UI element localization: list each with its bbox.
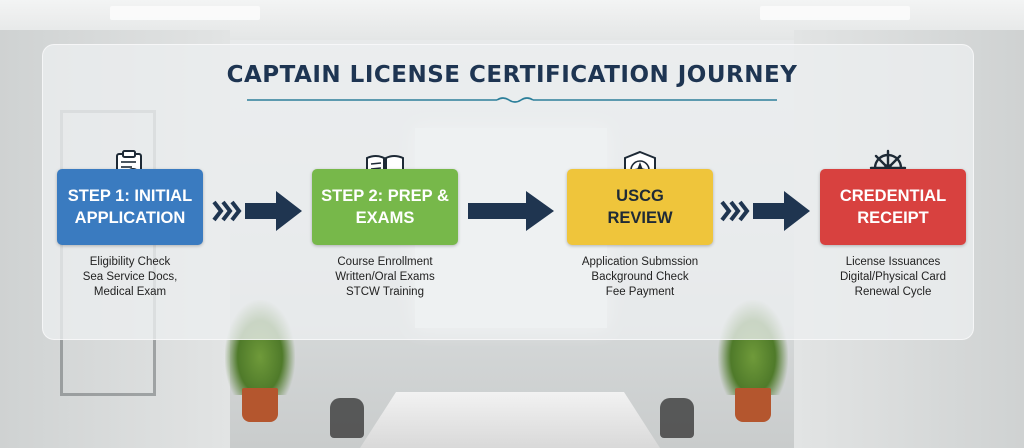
step-4-label-line2: RECEIPT bbox=[857, 209, 929, 227]
step-1-details: Eligibility Check Sea Service Docs, Medi… bbox=[35, 255, 225, 300]
ceiling-light bbox=[760, 6, 910, 20]
step-2-label-line1: STEP 2: PREP & bbox=[321, 187, 449, 205]
step-1-label-line2: APPLICATION bbox=[74, 209, 186, 227]
step-4-detail: Digital/Physical Card bbox=[839, 271, 947, 283]
step-1-detail: Eligibility Check bbox=[89, 256, 171, 268]
step-3-detail: Background Check bbox=[591, 271, 689, 283]
step-2-detail: Course Enrollment bbox=[337, 256, 433, 268]
title-underline-wave bbox=[247, 97, 777, 103]
ceiling-light bbox=[110, 6, 260, 20]
step-1-box: STEP 1: INITIAL APPLICATION bbox=[57, 169, 203, 245]
step-2-details: Course Enrollment Written/Oral Exams STC… bbox=[290, 255, 480, 300]
step-1-detail: Medical Exam bbox=[93, 286, 167, 298]
chevron-arrow-2 bbox=[468, 191, 554, 231]
step-3-details: Application Submssion Background Check F… bbox=[545, 255, 735, 300]
step-1-detail: Sea Service Docs, bbox=[82, 271, 178, 283]
step-4-box: CREDENTIAL RECEIPT bbox=[820, 169, 966, 245]
step-3-detail: Application Submssion bbox=[581, 256, 699, 268]
step-2-label-line2: EXAMS bbox=[355, 209, 415, 227]
step-4-detail: License Issuances bbox=[845, 256, 941, 268]
page-title: CAPTAIN LICENSE CERTIFICATION JOURNEY bbox=[226, 62, 798, 88]
step-2-detail: STCW Training bbox=[346, 286, 424, 298]
step-3-detail: Fee Payment bbox=[605, 286, 675, 298]
chair bbox=[330, 398, 364, 438]
step-3-label-line2: REVIEW bbox=[607, 209, 673, 227]
chair bbox=[660, 398, 694, 438]
step-3-label-line1: USCG bbox=[616, 187, 664, 205]
step-1-label-line1: STEP 1: INITIAL bbox=[67, 187, 193, 205]
step-4-detail: Renewal Cycle bbox=[854, 286, 932, 298]
step-4-label-line1: CREDENTIAL bbox=[839, 187, 947, 205]
step-2-box: STEP 2: PREP & EXAMS bbox=[312, 169, 458, 245]
conference-table bbox=[360, 392, 660, 448]
step-2-detail: Written/Oral Exams bbox=[335, 271, 435, 283]
step-4-details: License Issuances Digital/Physical Card … bbox=[798, 255, 988, 300]
step-3-box: USCG REVIEW bbox=[567, 169, 713, 245]
chevron-arrow-1 bbox=[212, 191, 302, 231]
chevron-arrow-3 bbox=[720, 191, 810, 231]
